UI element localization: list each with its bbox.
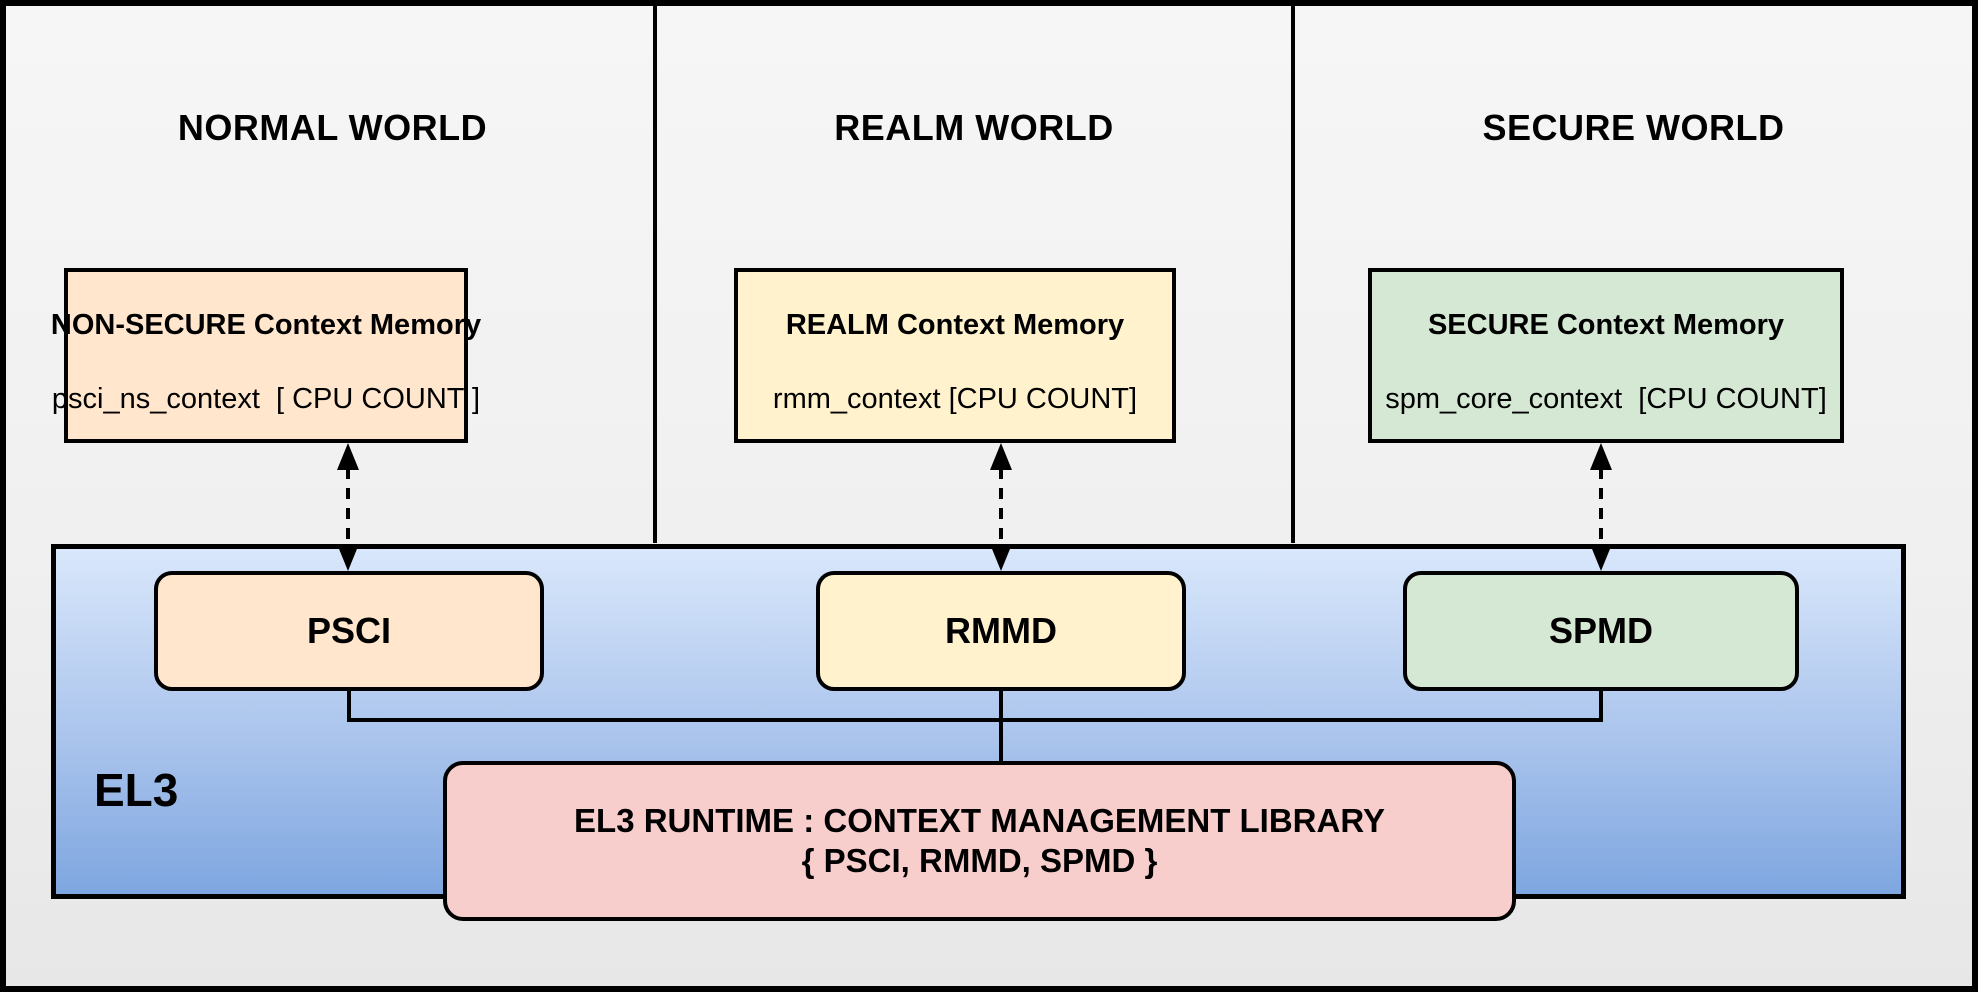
runtime-box-line2: { PSCI, RMMD, SPMD } (801, 842, 1158, 879)
realm-world-title: REALM WORLD (834, 107, 1114, 148)
spmd-connector-stub (1599, 691, 1603, 722)
secure-context-memory-box: SECURE Context Memory spm_core_context [… (1368, 268, 1844, 443)
non-secure-context-memory-box: NON-SECURE Context Memory psci_ns_contex… (51, 268, 481, 443)
rmmd-dispatcher-box: RMMD (816, 571, 1186, 691)
secure-world-title: SECURE WORLD (1482, 107, 1785, 148)
bus-to-runtime-line (999, 718, 1003, 764)
spmd-memory-bidirectional-arrow (1590, 443, 1612, 571)
arrow-head-up-icon (337, 443, 359, 470)
dispatcher-bus-line (347, 718, 1603, 722)
runtime-box-line1: EL3 RUNTIME : CONTEXT MANAGEMENT LIBRARY (574, 802, 1385, 839)
el3-runtime-context-library-box: EL3 RUNTIME : CONTEXT MANAGEMENT LIBRARY… (443, 761, 1516, 921)
dashed-arrow-shaft (346, 468, 350, 546)
arrow-head-down-icon (337, 544, 359, 571)
rmmd-memory-bidirectional-arrow (990, 443, 1012, 571)
memory-box-value: spm_core_context [CPU COUNT] (1385, 383, 1827, 415)
dispatcher-label: SPMD (1548, 610, 1653, 651)
el3-label: EL3 (94, 764, 179, 816)
rmmd-connector-stub (999, 691, 1003, 722)
memory-box-title: REALM Context Memory (785, 309, 1125, 341)
spmd-dispatcher-box: SPMD (1403, 571, 1799, 691)
world-panel-divider (1291, 6, 1295, 543)
dispatcher-label: RMMD (945, 610, 1057, 651)
dashed-arrow-shaft (999, 468, 1003, 546)
memory-box-title: SECURE Context Memory (1427, 309, 1785, 341)
arrow-head-up-icon (990, 443, 1012, 470)
world-panel-divider (653, 6, 657, 543)
psci-memory-bidirectional-arrow (337, 443, 359, 571)
psci-dispatcher-box: PSCI (154, 571, 544, 691)
memory-box-value: psci_ns_context [ CPU COUNT ] (51, 383, 481, 415)
dashed-arrow-shaft (1599, 468, 1603, 546)
memory-box-value: rmm_context [CPU COUNT] (772, 383, 1138, 415)
memory-box-title: NON-SECURE Context Memory (50, 309, 482, 341)
psci-connector-stub (347, 691, 351, 722)
dispatcher-label: PSCI (306, 610, 392, 651)
arrow-head-down-icon (1590, 544, 1612, 571)
normal-world-title: NORMAL WORLD (177, 107, 488, 148)
realm-context-memory-box: REALM Context Memory rmm_context [CPU CO… (734, 268, 1176, 443)
arrow-head-up-icon (1590, 443, 1612, 470)
arrow-head-down-icon (990, 544, 1012, 571)
